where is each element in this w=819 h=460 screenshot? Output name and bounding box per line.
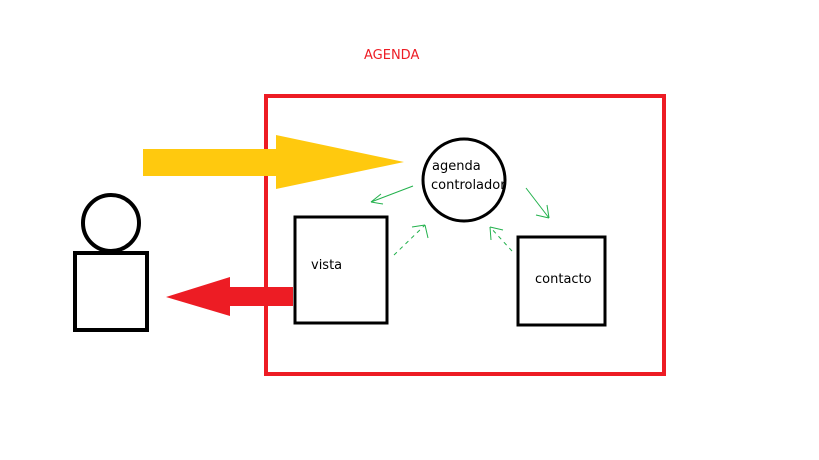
view-label: vista bbox=[311, 258, 343, 273]
input-arrow bbox=[143, 135, 404, 189]
controller-to-contact-arrow bbox=[525, 187, 550, 219]
agenda-frame bbox=[264, 94, 666, 376]
contact-label: contacto bbox=[535, 272, 592, 287]
user-body bbox=[73, 251, 149, 332]
controller-to-view-arrow bbox=[370, 185, 414, 205]
view-to-controller-arrow bbox=[393, 224, 429, 256]
controller-node bbox=[421, 137, 507, 223]
diagram-title: AGENDA bbox=[364, 48, 420, 63]
user-head bbox=[81, 193, 141, 253]
output-arrow bbox=[166, 277, 293, 316]
view-node bbox=[293, 215, 389, 325]
user-figure bbox=[73, 193, 149, 332]
controller-label-line2: controlador bbox=[431, 178, 506, 193]
flow-arrows bbox=[370, 185, 550, 256]
contact-to-controller-arrow bbox=[489, 226, 513, 252]
controller-label-line1: agenda bbox=[432, 159, 481, 174]
contact-node bbox=[516, 235, 607, 327]
